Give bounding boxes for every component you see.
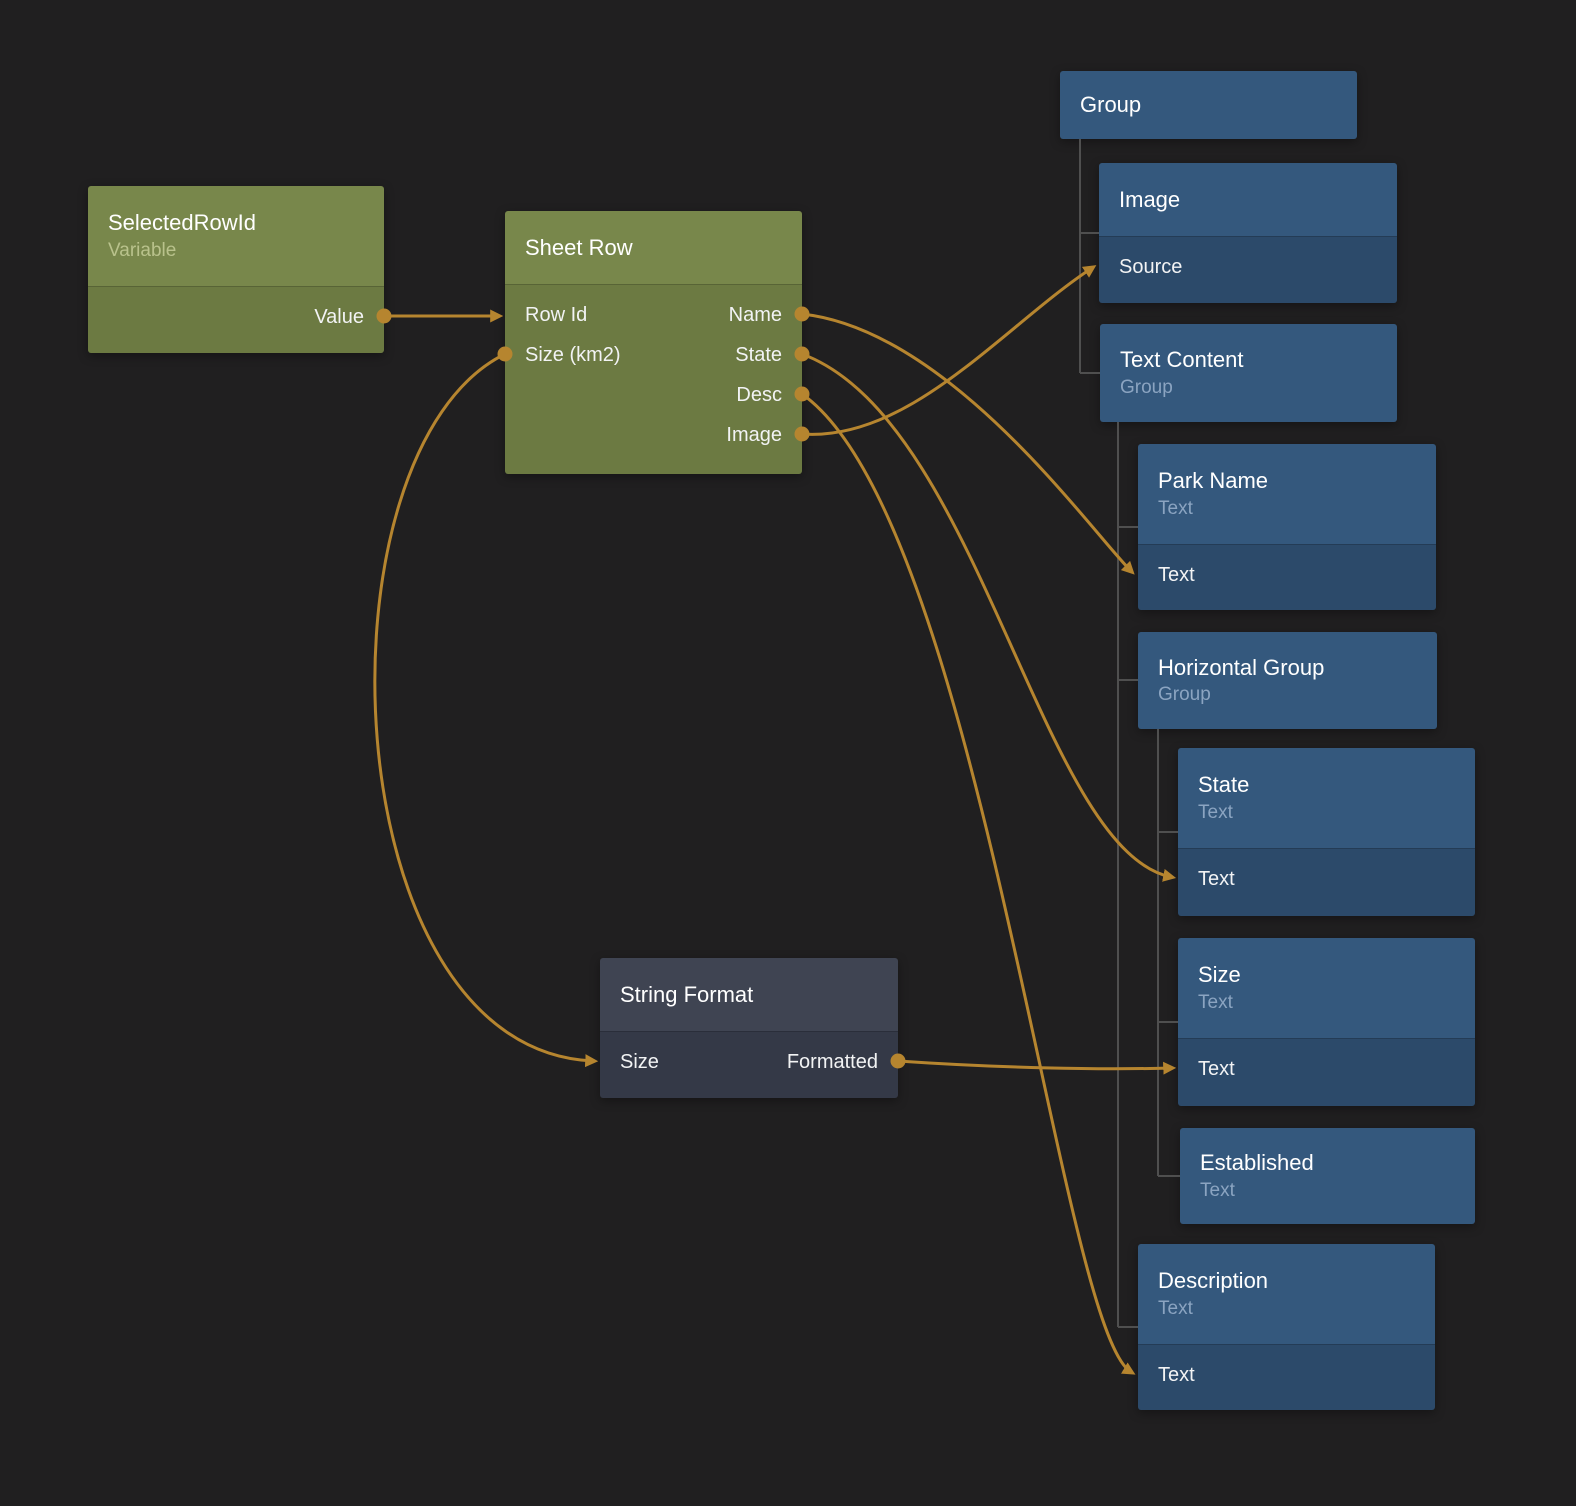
output-port-name[interactable]: Name <box>728 303 782 326</box>
port-row: Desc <box>505 375 802 415</box>
node-subtitle: Text <box>1158 1297 1193 1319</box>
node-title: SelectedRowId <box>108 210 256 236</box>
node-group[interactable]: Group <box>1060 71 1357 139</box>
node-title: Text Content <box>1120 347 1244 373</box>
node-title: Park Name <box>1158 468 1269 494</box>
edge-image-to-image-source[interactable] <box>801 265 1097 436</box>
node-header: String Format <box>600 958 898 1031</box>
input-port-text[interactable]: Text <box>1198 1057 1235 1080</box>
node-subtitle: Text <box>1200 1179 1235 1201</box>
input-port-text[interactable]: Text <box>1198 867 1235 890</box>
input-port-text[interactable]: Text <box>1158 563 1195 586</box>
node-header: Image <box>1099 163 1397 236</box>
output-port-state[interactable]: State <box>735 343 782 366</box>
node-header: Horizontal Group Group <box>1138 632 1437 729</box>
node-body: Source <box>1099 236 1397 303</box>
node-header: Sheet Row <box>505 211 802 284</box>
edge-state-to-state-text[interactable] <box>801 352 1177 882</box>
output-port-image[interactable]: Image <box>726 423 782 446</box>
port-row: Text <box>1138 555 1436 595</box>
input-port-size-km2[interactable]: Size (km2) <box>525 343 621 366</box>
node-header: Text Content Group <box>1100 324 1397 422</box>
node-header: Size Text <box>1178 938 1475 1038</box>
node-body: Text <box>1178 848 1475 916</box>
edge-name-to-park-name-text[interactable] <box>801 312 1135 575</box>
node-description[interactable]: Description Text Text <box>1138 1244 1435 1410</box>
port-row: Size (km2) State <box>505 335 802 375</box>
node-body: Text <box>1178 1038 1475 1106</box>
edge-formatted-to-size-text[interactable] <box>897 1059 1177 1075</box>
port-row: Text <box>1178 859 1475 899</box>
port-row: Value <box>88 297 384 337</box>
node-body: Value <box>88 286 384 353</box>
node-sheet-row[interactable]: Sheet Row Row Id Name Size (km2) State D… <box>505 211 802 474</box>
node-subtitle: Text <box>1198 991 1233 1013</box>
node-title: State <box>1198 772 1250 798</box>
output-port-formatted[interactable]: Formatted <box>786 1050 878 1073</box>
node-selected-row-id[interactable]: SelectedRowId Variable Value <box>88 186 384 353</box>
port-row: Image <box>505 415 802 455</box>
node-body: Row Id Name Size (km2) State Desc Image <box>505 284 802 474</box>
port-row: Text <box>1178 1049 1475 1089</box>
node-park-name[interactable]: Park Name Text Text <box>1138 444 1436 610</box>
tree-line-horizontal-group <box>1157 729 1180 1177</box>
node-header: Group <box>1060 71 1357 139</box>
node-title: String Format <box>620 981 754 1007</box>
node-state[interactable]: State Text Text <box>1178 748 1475 916</box>
node-established[interactable]: Established Text <box>1180 1128 1475 1224</box>
node-title: Established <box>1200 1150 1314 1176</box>
input-port-row-id[interactable]: Row Id <box>525 303 588 326</box>
node-horizontal-group[interactable]: Horizontal Group Group <box>1138 632 1437 729</box>
port-row: Size Formatted <box>600 1042 898 1082</box>
node-header: Description Text <box>1138 1244 1435 1344</box>
hierarchy-lines <box>1079 139 1180 1328</box>
node-title: Horizontal Group <box>1158 654 1325 680</box>
node-size[interactable]: Size Text Text <box>1178 938 1475 1106</box>
node-title: Sheet Row <box>525 234 633 260</box>
node-header: Park Name Text <box>1138 444 1436 544</box>
port-row: Source <box>1099 247 1397 287</box>
input-port-size[interactable]: Size <box>620 1050 659 1073</box>
node-text-content[interactable]: Text Content Group <box>1100 324 1397 422</box>
node-string-format[interactable]: String Format Size Formatted <box>600 958 898 1098</box>
node-title: Image <box>1119 186 1181 212</box>
node-body: Text <box>1138 544 1436 610</box>
node-header: SelectedRowId Variable <box>88 186 384 286</box>
tree-line-text-content <box>1117 422 1138 1328</box>
node-subtitle: Group <box>1158 684 1211 706</box>
output-port-value[interactable]: Value <box>314 305 364 328</box>
port-row: Row Id Name <box>505 295 802 335</box>
node-header: State Text <box>1178 748 1475 848</box>
node-subtitle: Text <box>1198 801 1233 823</box>
port-row: Text <box>1138 1355 1435 1395</box>
output-port-desc[interactable]: Desc <box>736 383 782 406</box>
node-body: Text <box>1138 1344 1435 1410</box>
node-subtitle: Group <box>1120 376 1173 398</box>
node-title: Size <box>1198 962 1241 988</box>
node-title: Group <box>1080 92 1142 118</box>
node-title: Description <box>1158 1268 1269 1294</box>
tree-line-group <box>1079 139 1100 374</box>
input-port-text[interactable]: Text <box>1158 1363 1195 1386</box>
node-image[interactable]: Image Source <box>1099 163 1397 303</box>
node-header: Established Text <box>1180 1128 1475 1224</box>
input-port-source[interactable]: Source <box>1119 255 1183 278</box>
edge-desc-to-description-text[interactable] <box>801 392 1136 1375</box>
node-subtitle: Variable <box>108 239 177 261</box>
node-body: Size Formatted <box>600 1031 898 1098</box>
node-subtitle: Text <box>1158 497 1193 519</box>
